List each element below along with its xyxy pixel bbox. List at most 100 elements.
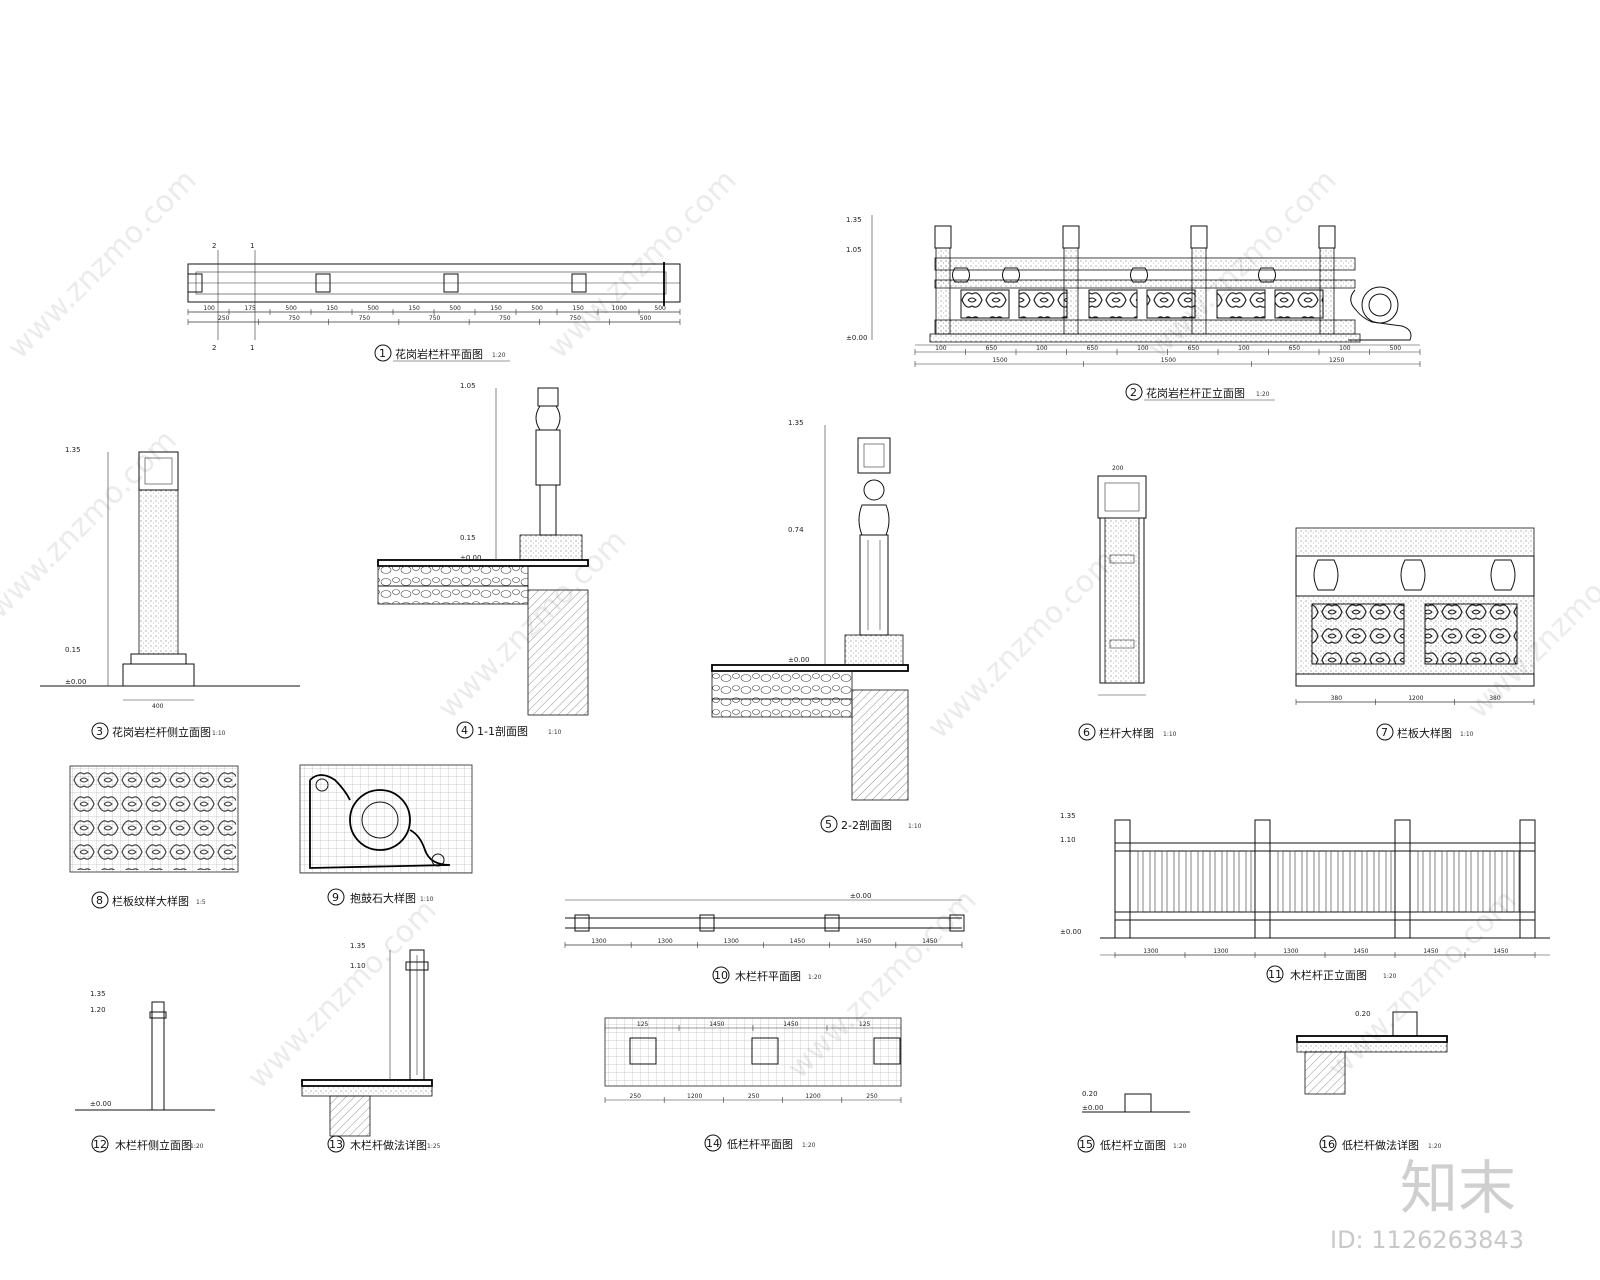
post-3	[443, 273, 459, 293]
wood-slat	[1417, 850, 1424, 913]
level-mark: 0.15	[65, 646, 81, 654]
level-mark: 1.05	[846, 246, 862, 254]
drawing-scale: 1:10	[1460, 731, 1474, 738]
drawing-number-circle	[704, 1134, 722, 1152]
drawing-number-circle	[1266, 965, 1284, 983]
dim-text: 1300	[591, 938, 606, 945]
wood-slat	[1301, 850, 1308, 913]
wood-slat	[1349, 850, 1356, 913]
dim-text: 100	[935, 345, 947, 352]
dim-text: 500	[367, 305, 379, 312]
drawing-number-circle	[1319, 1135, 1337, 1153]
dim-text: 500	[285, 305, 297, 312]
drawing-4-section: 1.05 0.15 ±0.00 4 1-1剖面图 1:10	[377, 382, 589, 739]
drawing-scale: 1:20	[190, 1143, 204, 1150]
level-mark: 1.35	[1060, 812, 1076, 820]
drawing-title: 木栏杆做法详图	[350, 1138, 427, 1152]
drawing-number-circle	[712, 966, 730, 984]
level-mark: ±0.00	[850, 892, 871, 900]
dim-text: 150	[326, 305, 338, 312]
dim-text: 175	[244, 305, 256, 312]
dim-text: 400	[152, 703, 164, 710]
image-id: ID: 1126263843	[1330, 1226, 1524, 1254]
drawing-title: 木栏杆正立面图	[1290, 968, 1367, 982]
dim-text: 650	[986, 345, 998, 352]
drawing-scale: 1:10	[420, 896, 434, 903]
drawing-number: 16	[1321, 1138, 1335, 1151]
wood-slat	[1501, 850, 1508, 913]
level-mark: ±0.00	[90, 1100, 111, 1108]
level-mark: ±0.00	[1082, 1104, 1103, 1112]
level-mark: 0.20	[1355, 1010, 1371, 1018]
dim-text: 500	[1390, 345, 1402, 352]
drawing-number: 13	[329, 1138, 343, 1151]
wood-slat	[1373, 850, 1380, 913]
wood-slat	[1245, 850, 1252, 913]
wood-slat	[1385, 850, 1392, 913]
dim-text: 100	[1137, 345, 1149, 352]
drawing-number-circle	[1078, 723, 1096, 741]
drawing-8-pattern-detail: 8 栏板纹样大样图 1:5	[69, 765, 239, 909]
dim-text: 750	[359, 315, 371, 322]
watermark-text: www.znzmo.com	[921, 543, 1124, 746]
drawing-title: 栏板大样图	[1397, 726, 1452, 740]
dim-text: 1500	[1161, 357, 1176, 364]
drawing-title: 1-1剖面图	[477, 724, 528, 738]
drawing-scale: 1:20	[1256, 391, 1270, 398]
section-mark-2: 2	[212, 242, 216, 250]
dim-text: 150	[572, 305, 584, 312]
post-cap	[934, 225, 952, 249]
post-cap	[1190, 225, 1208, 249]
level-mark: 1.35	[350, 942, 366, 950]
level-mark: ±0.00	[460, 554, 481, 562]
level-mark: 1.35	[788, 419, 804, 427]
wood-slat	[1149, 850, 1156, 913]
post-4	[571, 273, 587, 293]
wood-slat	[1477, 850, 1484, 913]
dim-text: 1450	[783, 1021, 798, 1028]
dim-text: 650	[1188, 345, 1200, 352]
drawing-5-section: 1.35 0.74 ±0.00 5 2-2剖面图 1:10	[711, 419, 922, 833]
drawing-number-circle	[1376, 723, 1394, 741]
drawing-number-circle	[1125, 383, 1143, 401]
dim-text: 650	[1087, 345, 1099, 352]
level-mark: ±0.00	[1060, 928, 1081, 936]
dim-text: 500	[640, 315, 652, 322]
drawing-title: 抱鼓石大样图	[350, 891, 416, 905]
watermark-text: www.znzmo.com	[1321, 883, 1524, 1086]
wood-slat	[1465, 850, 1472, 913]
drawing-title: 低栏杆立面图	[1100, 1138, 1166, 1152]
level-mark: 0.74	[788, 526, 804, 534]
drawing-title: 栏杆大样图	[1099, 726, 1154, 740]
drawing-number-circle	[456, 721, 474, 739]
post-cap	[1318, 225, 1336, 249]
drawing-scale: 1:20	[1383, 973, 1397, 980]
drawing-number: 11	[1268, 968, 1282, 981]
wood-slat	[1489, 850, 1496, 913]
watermark-text: www.znzmo.com	[1, 163, 204, 366]
drawing-number: 8	[96, 894, 103, 907]
drawing-scale: 1:10	[212, 730, 226, 737]
dim-text: 500	[449, 305, 461, 312]
level-mark: ±0.00	[788, 656, 809, 664]
drawing-number: 2	[1130, 386, 1137, 399]
dim-text: 1450	[709, 1021, 724, 1028]
dim-text: 750	[499, 315, 511, 322]
dim-text: 1450	[790, 938, 805, 945]
drawing-number-circle	[820, 815, 838, 833]
drawing-number-circle	[91, 891, 109, 909]
dim-text: 1200	[687, 1093, 702, 1100]
dim-text: 1300	[1283, 948, 1298, 955]
level-mark: ±0.00	[65, 678, 86, 686]
wood-slat	[1313, 850, 1320, 913]
